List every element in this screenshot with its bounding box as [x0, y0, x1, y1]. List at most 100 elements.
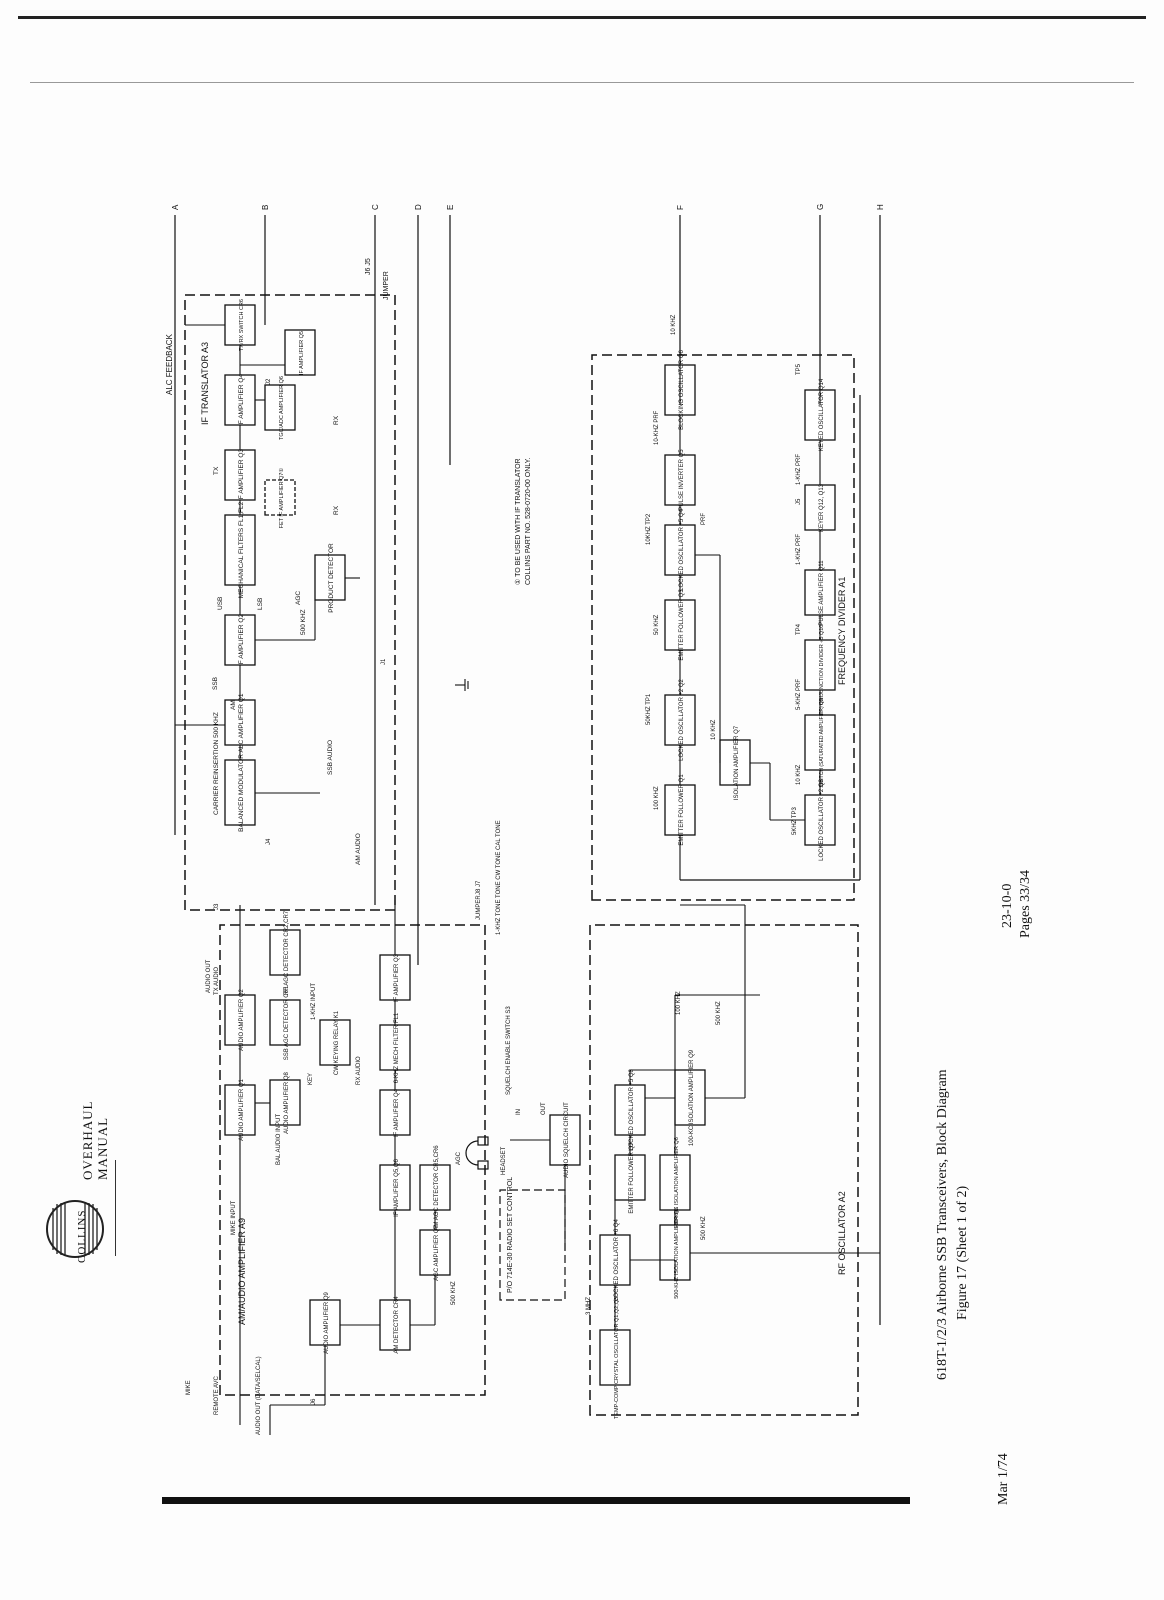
top-rule [18, 16, 1146, 19]
khz1-prf-label: 1-KHZ PRF [796, 534, 802, 565]
isolation-amplifier-500-q6-text: 500-KHZ ISOLATION AMPLIFIER Q6 [674, 1137, 680, 1229]
bus-label-c: C [371, 204, 380, 210]
locked-oscillator-q8-text: LOCKED OSCILLATOR ÷2 Q8 [819, 778, 825, 860]
switch-q9-text: SWITCH (SATURATED AMPLIFIER) Q9 [819, 698, 825, 788]
product-detector-text: PRODUCT DETECTOR [328, 543, 335, 613]
jumper-label: JUMPER [383, 271, 390, 300]
rf-oscillator-wiring [510, 904, 880, 1330]
if-amplifier-q5q6-text: IF AMPLIFIER Q5,Q6 [394, 1158, 400, 1216]
locked-oscillator-q2-text: LOCKED OSCILLATOR ÷2 Q2 [679, 678, 685, 760]
rx-label-if: RX [333, 415, 340, 425]
if-translator-wiring [175, 324, 360, 794]
tp5-label: TP5 [796, 363, 802, 375]
figure-caption-line1: 618T-1/2/3 Airborne SSB Transceivers, Bl… [935, 1069, 950, 1380]
frequency-divider-label: FREQUENCY DIVIDER A1 [837, 577, 847, 685]
j3-label: J3 [214, 903, 220, 910]
audio-out-label: AUDIO OUT [206, 959, 212, 993]
footnote-line1: ① TO BE USED WITH IF TRANSLATOR [514, 458, 522, 585]
if-translator-label: IF TRANSLATOR A3 [200, 342, 210, 425]
txrx-switch-text: TX/RX SWITCH CR6 [239, 299, 245, 351]
prf-label: PRF [701, 513, 707, 525]
page-ref-line1: 23-10-0 [1000, 883, 1015, 928]
audio-amplifier-q8-text: AUDIO AMPLIFIER Q8 [284, 1071, 290, 1133]
pulse-inverter-text: PULSE INVERTER Q5 [679, 449, 685, 511]
am-audio-label: AM/AUDIO AMPLIFIER A9 [237, 1218, 247, 1325]
bus-label-b: B [261, 205, 270, 210]
bus-label-g: G [816, 204, 825, 210]
khz1-input-label: 1-KHZ INPUT [311, 983, 317, 1020]
j5-label: J5 [796, 498, 802, 505]
bus-label-a: A [171, 204, 180, 210]
fet-if-amplifier-block [264, 479, 296, 516]
tx-label-if: TX [213, 466, 220, 475]
locked-oscillator-q8-a2-text: LOCKED OSCILLATOR ÷5 Q8 [629, 1068, 635, 1150]
j2-label: J2 [266, 378, 272, 385]
tone-label: 1-KHZ TONE TONE CW TONE CAL TONE [496, 820, 502, 935]
bus-label-e: E [446, 205, 455, 210]
khz500-out-label: 500 KHZ [701, 1216, 707, 1240]
khz10-label: 10 KHZ [711, 719, 717, 740]
temp-comp-oscillator-text: TEMP-COMP CRYSTAL OSCILLATOR Q1,Q2,Q3 [614, 1297, 620, 1419]
mhz3-label: 3 MHZ [586, 1297, 592, 1315]
bal-audio-input-label: BAL AUDIO INPUT [276, 1114, 282, 1165]
pulse-amplifier-q11-text: PULSE AMPLIFIER Q11 [819, 560, 825, 626]
unijunction-divider-text: UNIJUNCTION DIVIDER ÷5 Q10 [819, 625, 825, 706]
khz5-prf-label: 5-KHZ PRF [796, 679, 802, 710]
out-label: OUT [541, 1102, 547, 1115]
if-amplifier-q3-a9-text: IF AMPLIFIER Q3 [394, 953, 400, 1002]
tgc-adc-amplifier-block [264, 384, 296, 431]
rf-oscillator-label: RF OSCILLATOR A2 [837, 1191, 847, 1275]
am-label: AM [230, 700, 237, 710]
am-agc-detector-text: AM AGC DETECTOR CR5,CR6 [434, 1145, 440, 1231]
agc-amplifier-q7-text: AGC AMPLIFIER Q7 [434, 1224, 440, 1280]
khz1-prf2-label: 1-KHZ PRF [796, 454, 802, 485]
bus-label-f: F [676, 205, 685, 210]
audio-out-data-label: AUDIO OUT (DATA/SELCAL) [256, 1356, 262, 1435]
rf-agc-detector-text: RF AGC DETECTOR CR2,CR7 [284, 910, 290, 995]
blocking-oscillator-text: BLOCKING OSCILLATOR Q6 [679, 349, 685, 429]
header-sidebar: COLLINS OVERHAUL MANUAL [0, 0, 135, 1600]
khz500-a2-label: 500 KHZ [716, 1001, 722, 1025]
am-audio-wiring [239, 900, 436, 1435]
audio-amplifier-q2-text: AUDIO AMPLIFIER Q2 [239, 988, 245, 1050]
if-amplifier-q4-a9-text: IF AMPLIFIER Q4 [394, 1088, 400, 1137]
tgc-adc-amplifier-text: TGC/ADC AMPLIFIER Q6 [279, 376, 285, 440]
keyer-text: KEYER Q12, Q13 [819, 483, 825, 532]
alc-feedback-label: ALC FEEDBACK [165, 333, 174, 395]
audio-amplifier-q1-text: AUDIO AMPLIFIER Q1 [239, 1078, 245, 1140]
output-bus-lines [174, 215, 881, 1325]
balanced-modulator-text: BALANCED MODULATOR [238, 754, 245, 832]
emitter-follower-q1-text: EMITTER FOLLOWER Q1 [679, 774, 685, 846]
jack-markers: J1 J2 J3 J4 J5 J6 [214, 378, 802, 1405]
top-faint-rule [30, 82, 1134, 83]
frequency-divider-boundary [591, 354, 855, 901]
khz10-b-label: 10 KHZ [796, 764, 802, 785]
carrier-reinsertion-label: CARRIER REINSERTION 500 KHZ [213, 712, 220, 815]
isolation-amplifier-500-q5-text: 500-KHZ ISOLATION AMPLIFIER Q5 [674, 1207, 680, 1299]
cw-keying-relay-text: CW KEYING RELAY K1 [334, 1010, 340, 1075]
alc-amplifier-text: ALC AMPLIFIER Q1 [238, 693, 245, 752]
ssb-audio-label: SSB AUDIO [327, 740, 334, 775]
bottom-rule [162, 1497, 910, 1504]
if-amplifier-q5-text: IF AMPLIFIER Q5 [299, 331, 305, 375]
if-amplifier-q5-block [284, 329, 316, 376]
emitter-follower-q3-text: EMITTER FOLLOWER Q3 [679, 589, 685, 661]
page-ref-line2: Pages 33/34 [1018, 869, 1033, 938]
if-translator-boundary [184, 294, 396, 911]
ground-icon [455, 679, 469, 691]
rf-oscillator-boundary [589, 924, 859, 1416]
locked-oscillator-q4-a2-text: LOCKED OSCILLATOR ÷6 Q4 [614, 1218, 620, 1300]
keyed-oscillator-text: KEYED OSCILLATOR Q14 [819, 378, 825, 451]
footnote-line2: COLLINS PART NO. 528-0720-00 ONLY. [525, 458, 532, 585]
am-detector-text: AM DETECTOR CR4 [394, 1296, 400, 1354]
locked-oscillator-q4-text: LOCKED OSCILLATOR ÷5 Q4 [679, 508, 685, 590]
bus-label-d: D [414, 204, 423, 210]
collins-logo-icon [46, 1200, 104, 1258]
khz500-a9-label: 500 KHZ [451, 1281, 457, 1305]
usb-label: USB [217, 597, 224, 610]
rf-agc-detector-block [269, 929, 301, 976]
frequency-divider-wiring [679, 365, 821, 880]
khz500-label-if: 500 KHZ [300, 609, 307, 635]
rx-audio-label: RX AUDIO [356, 1056, 362, 1085]
